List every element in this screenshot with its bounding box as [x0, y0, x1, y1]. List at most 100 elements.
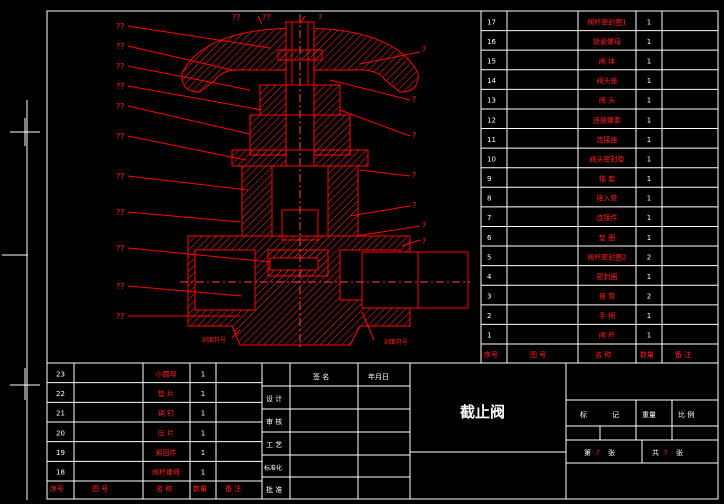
svg-text:剖面符号: 剖面符号 — [202, 336, 226, 344]
part-name: 小圆母 — [156, 369, 177, 378]
weight-label: 重量 — [642, 411, 656, 419]
part-no: 4 — [487, 273, 492, 281]
part-qty: 1 — [647, 18, 651, 26]
part-qty: 1 — [647, 155, 651, 163]
svg-text:?: ? — [422, 221, 426, 230]
part-no: 11 — [487, 136, 496, 144]
part-qty: 1 — [647, 175, 651, 183]
part-qty: 2 — [647, 293, 651, 301]
part-name: 连接件 — [597, 213, 618, 222]
header-note: 备 注 — [675, 350, 691, 359]
svg-text:??: ?? — [116, 42, 125, 51]
svg-text:?: ? — [412, 131, 416, 140]
svg-text:??: ?? — [116, 312, 125, 321]
part-qty: 1 — [647, 195, 651, 203]
bottom-header-note: 备 注 — [225, 484, 241, 493]
part-name: 阀杆密封圈1 — [587, 17, 626, 26]
header-qty: 数量 — [640, 350, 654, 359]
part-name: 连接螺套 — [593, 115, 621, 124]
svg-text:?: ? — [422, 237, 426, 246]
part-name: 锁紧螺母 — [593, 37, 621, 46]
parts-row: 19 紧固件 1 — [56, 448, 205, 457]
bottom-header-name: 名 称 — [156, 484, 172, 493]
design-label: 设 计 — [266, 394, 282, 403]
part-qty: 1 — [201, 370, 205, 378]
svg-text:??: ?? — [116, 244, 125, 253]
svg-text:??: ?? — [116, 102, 125, 111]
part-no: 9 — [487, 175, 491, 183]
part-name: 压 片 — [158, 428, 174, 437]
header-seq: 序号 — [484, 350, 498, 359]
parts-row: 15 阀 体 1 — [487, 56, 651, 65]
valve-section-view — [180, 14, 470, 350]
part-name: 垫 片 — [158, 389, 174, 398]
svg-text:??: ?? — [116, 208, 125, 217]
part-qty: 1 — [647, 38, 651, 46]
svg-text:?: ? — [318, 13, 322, 22]
svg-text:?: ? — [412, 95, 416, 104]
part-no: 13 — [487, 97, 496, 105]
part-name: 阀 杆 — [599, 331, 615, 340]
part-no: 2 — [487, 312, 491, 320]
part-name: 阀 体 — [599, 56, 615, 65]
part-name: 垫 圈 — [599, 233, 615, 242]
part-qty: 1 — [201, 449, 205, 457]
svg-text:?: ? — [422, 45, 426, 54]
part-no: 7 — [487, 214, 491, 222]
part-qty: 2 — [647, 253, 651, 261]
part-name: 阀杆密封圈2 — [587, 252, 626, 261]
part-qty: 1 — [201, 390, 205, 398]
scale-label: 比 例 — [678, 410, 694, 419]
date-label: 年月日 — [368, 372, 389, 381]
parts-row: 8 接入管 1 — [487, 194, 651, 203]
part-name: 连接座 — [597, 135, 618, 144]
part-no: 14 — [487, 77, 496, 85]
part-qty: 1 — [201, 429, 205, 437]
part-no: 23 — [56, 370, 65, 378]
part-name: 紧固件 — [156, 448, 177, 457]
part-qty: 1 — [647, 77, 651, 85]
sheet-no-label: 第 — [584, 448, 591, 457]
parts-row: 1 阀 杆 1 — [487, 331, 651, 340]
parts-row: 5 阀杆密封圈2 2 — [487, 252, 651, 261]
part-qty: 1 — [647, 57, 651, 65]
mark-label: 标 — [580, 410, 587, 419]
part-name: 接入管 — [597, 194, 618, 203]
part-no: 8 — [487, 195, 491, 203]
part-no: 1 — [487, 332, 491, 340]
part-qty: 1 — [647, 273, 651, 281]
part-no: 17 — [487, 18, 496, 26]
header-name: 名 称 — [595, 350, 611, 359]
svg-text:??: ?? — [116, 172, 125, 181]
sheet-no-value: ? — [596, 449, 600, 457]
process-label: 工 艺 — [266, 441, 282, 449]
parts-row: 4 密封圈 1 — [487, 272, 651, 281]
crosshair-icon — [10, 118, 40, 400]
part-no: 5 — [487, 253, 491, 261]
part-no: 6 — [487, 234, 492, 242]
part-no: 3 — [487, 293, 491, 301]
part-qty: 1 — [647, 332, 651, 340]
part-no: 18 — [56, 469, 65, 477]
part-no: 22 — [56, 390, 65, 398]
svg-text:??: ?? — [116, 282, 125, 291]
part-name: 阀 头 — [599, 96, 615, 105]
part-no: 15 — [487, 57, 496, 65]
part-qty: 1 — [647, 234, 651, 242]
part-name: 密封圈 — [597, 272, 618, 281]
part-qty: 1 — [647, 312, 651, 320]
approve-label: 批 准 — [266, 485, 282, 494]
part-no: 10 — [487, 155, 496, 163]
part-no: 19 — [56, 449, 65, 457]
part-qty: 1 — [647, 116, 651, 124]
svg-text:?: ? — [412, 171, 416, 180]
